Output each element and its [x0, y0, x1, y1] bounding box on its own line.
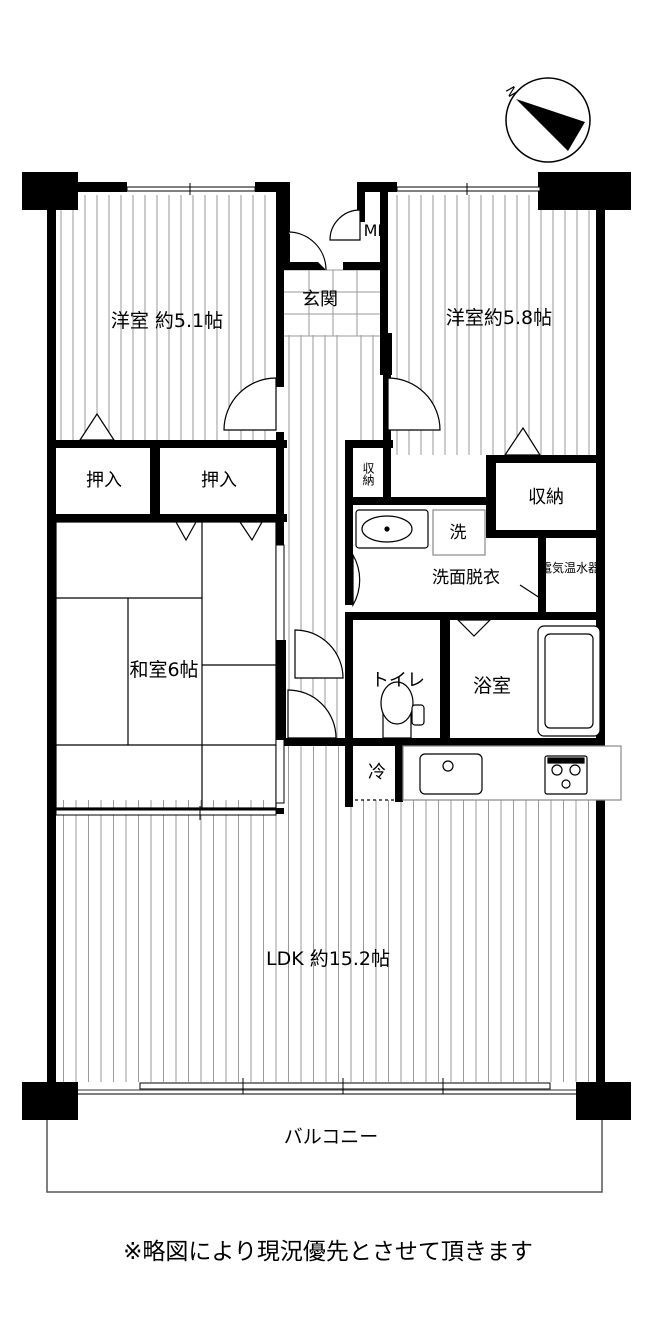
label-toilet: トイレ	[371, 670, 425, 691]
washer	[432, 509, 486, 556]
label-western-room-1: 洋室 約5.1帖	[111, 310, 223, 332]
label-bathroom: 浴室	[473, 675, 511, 697]
label-entrance: 玄関	[302, 289, 338, 310]
label-ldk: LDK 約15.2帖	[266, 948, 390, 970]
label-western-room-2: 洋室約5.8帖	[446, 307, 552, 329]
balcony	[46, 1089, 603, 1193]
label-balcony: バルコニー	[284, 1126, 379, 1148]
label-storage-small: 収納	[361, 462, 375, 486]
label-fridge: 冷	[368, 762, 386, 783]
label-washroom: 洗面脱衣	[432, 568, 500, 588]
toilet-bowl	[380, 681, 414, 725]
windows	[55, 183, 551, 1094]
label-meter-box: MB	[364, 221, 389, 240]
label-water-heater: 電気温水器	[540, 560, 600, 575]
label-japanese-room: 和室6帖	[129, 659, 198, 681]
kitchen-sink	[419, 753, 483, 795]
label-closet-1: 押入	[86, 470, 122, 491]
compass-needle-icon	[516, 99, 585, 151]
label-storage-right: 収納	[528, 487, 564, 508]
doors	[78, 209, 542, 739]
floor-stripes	[56, 195, 604, 1082]
fixtures	[355, 509, 622, 801]
room-labels: 洋室 約5.1帖 洋室約5.8帖 玄関 MB 押入 押入 収納 収納 洗 洗面脱…	[86, 221, 600, 1148]
label-washer: 洗	[450, 523, 467, 543]
label-closet-2: 押入	[201, 470, 237, 491]
disclaimer-note: ※略図により現況優先とさせて頂きます	[123, 1239, 533, 1265]
compass: N	[502, 77, 591, 163]
